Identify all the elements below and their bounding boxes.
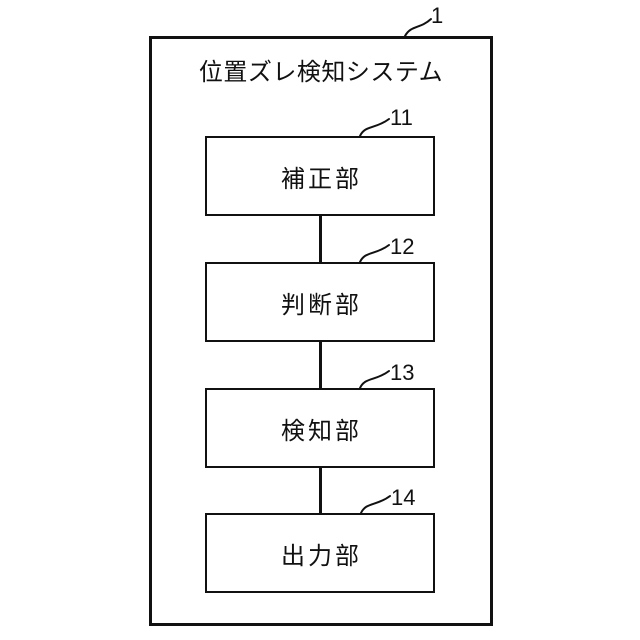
unit-box-correction: 補正部 xyxy=(205,136,435,216)
system-title: 位置ズレ検知システム xyxy=(198,59,444,86)
unit-box-judgment: 判断部 xyxy=(205,262,435,342)
ref-number-output: 14 xyxy=(391,485,416,510)
ref-number-detection: 13 xyxy=(390,360,415,385)
unit-box-detection: 検知部 xyxy=(205,388,435,468)
system-boundary-box xyxy=(149,36,493,626)
unit-label-judgment: 判断部 xyxy=(281,291,362,319)
connector-13-14 xyxy=(319,466,322,515)
unit-box-output: 出力部 xyxy=(205,513,435,593)
unit-label-detection: 検知部 xyxy=(281,417,362,445)
unit-label-correction: 補正部 xyxy=(281,165,362,193)
unit-label-output: 出力部 xyxy=(281,542,362,570)
leader-curve-1 xyxy=(404,18,432,37)
connector-12-13 xyxy=(319,340,322,390)
ref-number-system: 1 xyxy=(431,3,444,28)
ref-number-judgment: 12 xyxy=(390,234,415,259)
ref-number-correction: 11 xyxy=(390,105,413,130)
connector-11-12 xyxy=(319,214,322,264)
